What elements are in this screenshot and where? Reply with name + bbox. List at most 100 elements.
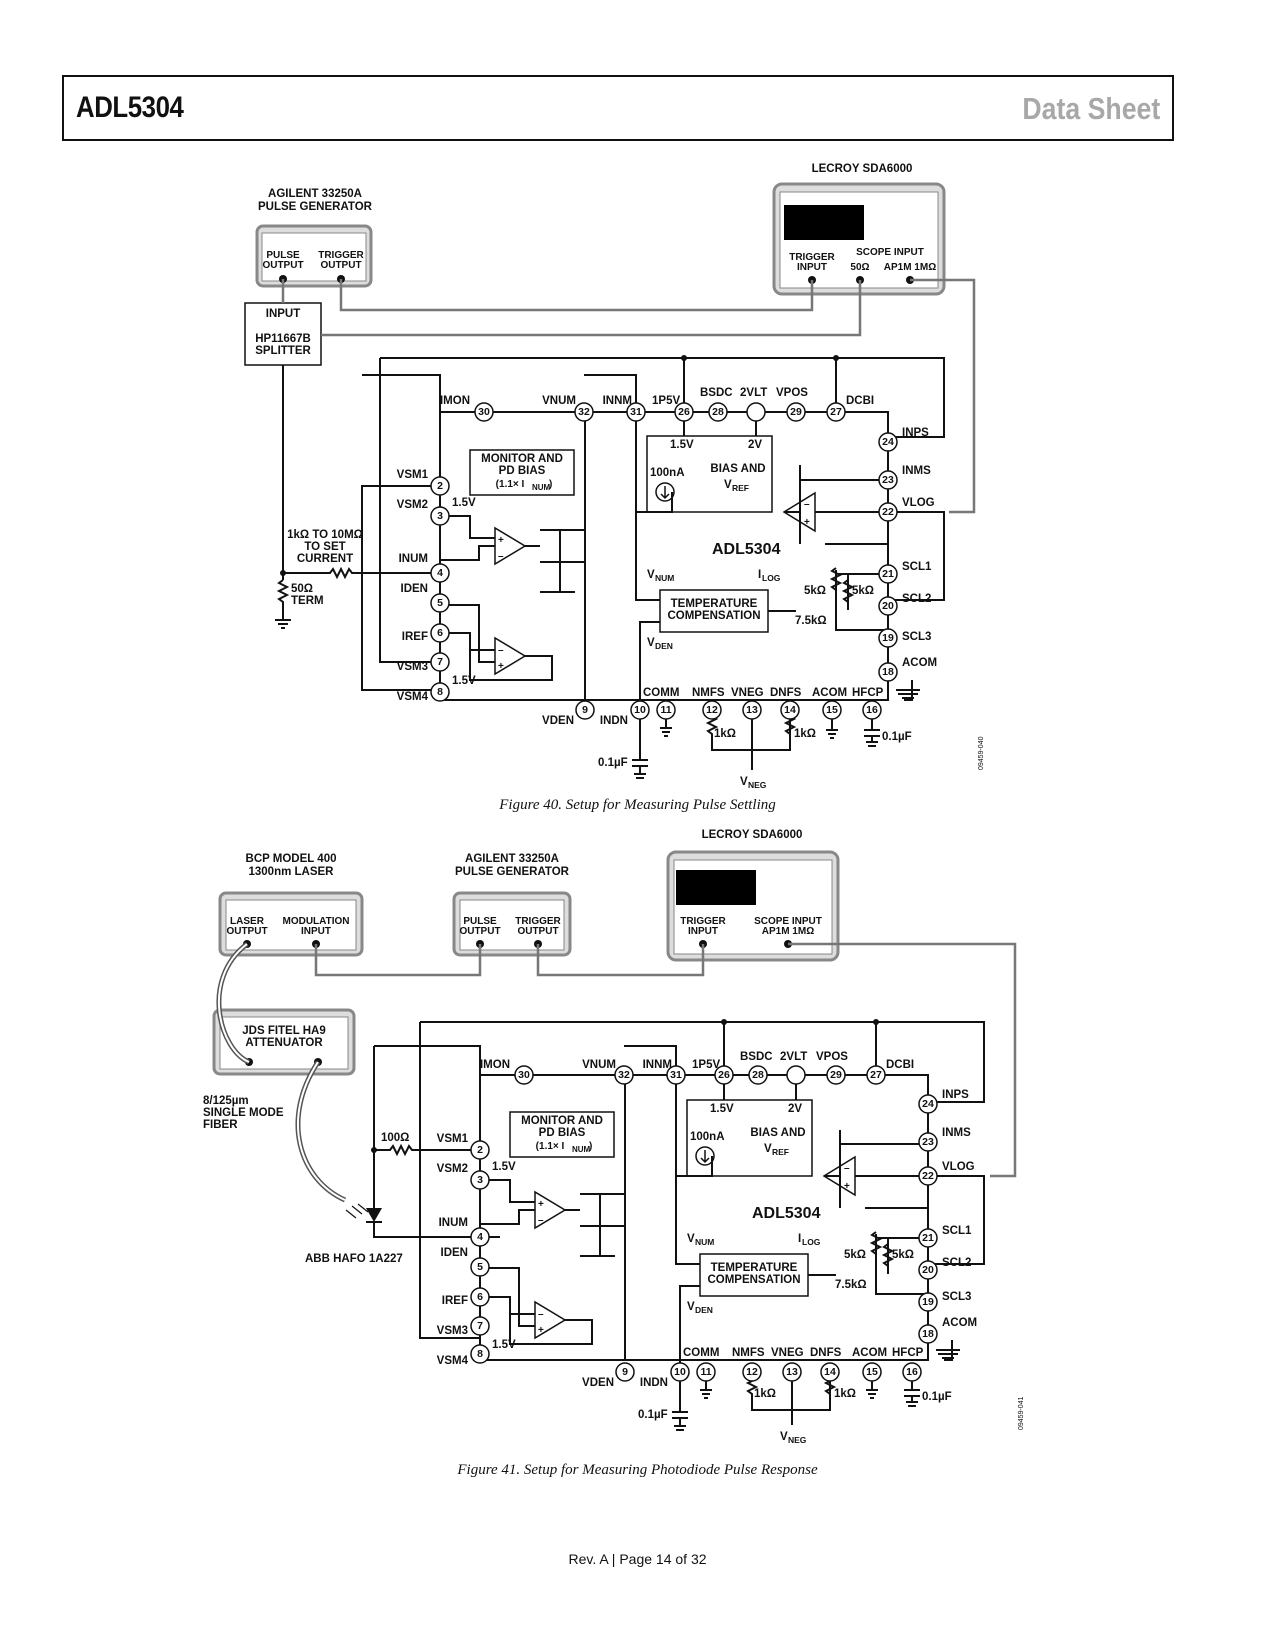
svg-text:21: 21 xyxy=(922,1232,934,1244)
figure-41-schematic: BCP MODEL 400 1300nm LASER LASER OUTPUT … xyxy=(203,829,1025,1445)
term-label: 50Ω xyxy=(291,583,313,595)
port-label: OUTPUT xyxy=(459,926,500,937)
resistor-label: 100Ω xyxy=(381,1132,409,1144)
block-label: BIAS AND xyxy=(750,1127,805,1139)
block-label: TEMPERATURE xyxy=(671,598,758,610)
block-label: 100nA xyxy=(690,1131,725,1143)
signal-label: NUM xyxy=(655,573,674,583)
bias-vref-block xyxy=(686,1099,813,1177)
pin-label: VNUM xyxy=(542,395,576,407)
pin-label: INPS xyxy=(902,427,929,439)
current-source-icon xyxy=(695,1146,715,1166)
pin-label: IMON xyxy=(480,1059,510,1071)
svg-text:7: 7 xyxy=(437,656,443,668)
block-label: BIAS AND xyxy=(710,463,765,475)
pin-label: SCL2 xyxy=(902,593,931,605)
svg-text:30: 30 xyxy=(518,1069,530,1081)
block-label: (1.1× I xyxy=(496,479,525,490)
svg-text:28: 28 xyxy=(712,406,724,418)
block-label: 2V xyxy=(748,439,762,451)
pin-label: INDN xyxy=(640,1377,668,1389)
port-label: OUTPUT xyxy=(226,926,267,937)
port-label: LASER xyxy=(230,916,265,927)
document-type: Data Sheet xyxy=(1022,91,1160,126)
adl5304-chip-fig40: MONITOR AND PD BIAS (1.1× I NUM ) 1.5V 2… xyxy=(361,355,945,790)
port-label: INPUT xyxy=(797,262,827,273)
scope-title: LECROY SDA6000 xyxy=(702,829,803,841)
resistor-label: 5kΩ xyxy=(892,1249,914,1261)
temperature-compensation-block xyxy=(699,1253,809,1297)
resistor-note: 1kΩ TO 10MΩ xyxy=(287,529,363,541)
resistor-label: 1kΩ xyxy=(834,1388,856,1400)
svg-text:10: 10 xyxy=(634,704,646,716)
photodiode-icon xyxy=(366,1208,382,1222)
svg-text:8: 8 xyxy=(477,1348,483,1360)
svg-text:23: 23 xyxy=(882,474,894,486)
port-label: INPUT xyxy=(688,926,718,937)
port-label: TRIGGER xyxy=(515,916,561,927)
pin-label: 2VLT xyxy=(740,387,767,399)
svg-text:4: 4 xyxy=(477,1231,483,1243)
svg-text:3: 3 xyxy=(437,510,443,522)
pin-label: VSM1 xyxy=(397,469,429,481)
port-label: TRIGGER xyxy=(318,250,364,261)
pin-label: ACOM xyxy=(902,657,937,669)
pin-label: VPOS xyxy=(816,1051,848,1063)
pin-markers: 30 32 31 26 28 29 27 24 23 22 21 20 19 1… xyxy=(430,402,898,720)
scope-title: LECROY SDA6000 xyxy=(812,163,913,175)
chip-name: ADL5304 xyxy=(752,1205,821,1222)
splitter-label: SPLITTER xyxy=(255,345,311,357)
capacitor-label: 0.1µF xyxy=(922,1391,952,1403)
block-label: 2V xyxy=(788,1103,802,1115)
block-label: 1.5V xyxy=(710,1103,734,1115)
svg-text:2: 2 xyxy=(437,480,443,492)
svg-text:12: 12 xyxy=(746,1366,758,1378)
port-label: OUTPUT xyxy=(320,260,361,271)
pin-label: INDN xyxy=(600,715,628,727)
svg-text:9: 9 xyxy=(582,704,588,716)
svg-text:27: 27 xyxy=(870,1069,882,1081)
signal-label: V xyxy=(647,637,655,649)
pulse-gen-title: AGILENT 33250A xyxy=(465,853,559,865)
resistor-label: 5kΩ xyxy=(804,585,826,597)
svg-text:31: 31 xyxy=(670,1069,682,1081)
pin-label: 1.5V xyxy=(452,497,476,509)
pin-label: VNEG xyxy=(731,687,764,699)
resistor-label: 1kΩ xyxy=(754,1388,776,1400)
capacitor-label: 0.1µF xyxy=(638,1409,668,1421)
photodiode-label: ABB HAFO 1A227 xyxy=(305,1253,403,1265)
pin-label: INUM xyxy=(399,553,428,565)
signal-label: LOG xyxy=(762,573,781,583)
splitter-label: INPUT xyxy=(266,308,301,320)
pin-label: INPS xyxy=(942,1089,969,1101)
svg-text:29: 29 xyxy=(790,406,802,418)
block-label: PD BIAS xyxy=(539,1127,586,1139)
pin-label: HFCP xyxy=(852,687,884,699)
svg-text:18: 18 xyxy=(882,666,894,678)
pin-label: VNUM xyxy=(582,1059,616,1071)
svg-text:32: 32 xyxy=(618,1069,630,1081)
svg-text:15: 15 xyxy=(866,1366,878,1378)
block-label: NUM xyxy=(532,483,551,492)
pin-label: VNEG xyxy=(771,1347,804,1359)
signal-label: DEN xyxy=(695,1305,713,1315)
attenuator-label: ATTENUATOR xyxy=(245,1037,323,1049)
svg-text:29: 29 xyxy=(830,1069,842,1081)
block-label: NUM xyxy=(572,1145,591,1154)
pin-label: VSM1 xyxy=(437,1133,469,1145)
signal-label: V xyxy=(740,776,748,788)
svg-text:31: 31 xyxy=(630,406,642,418)
svg-text:15: 15 xyxy=(826,704,838,716)
pin-label: VSM4 xyxy=(437,1355,469,1367)
pin-label: IREF xyxy=(442,1295,468,1307)
svg-text:32: 32 xyxy=(578,406,590,418)
pulse-gen-title-1: AGILENT 33250A xyxy=(268,188,362,200)
block-label: COMPENSATION xyxy=(707,1274,800,1286)
port-label: PULSE xyxy=(266,250,300,261)
svg-text:–: – xyxy=(498,645,504,656)
svg-text:24: 24 xyxy=(882,436,894,448)
pin-label: VSM3 xyxy=(397,661,428,673)
svg-text:24: 24 xyxy=(922,1098,934,1110)
pin-label: COMM xyxy=(643,687,679,699)
temperature-compensation-block xyxy=(659,589,769,633)
